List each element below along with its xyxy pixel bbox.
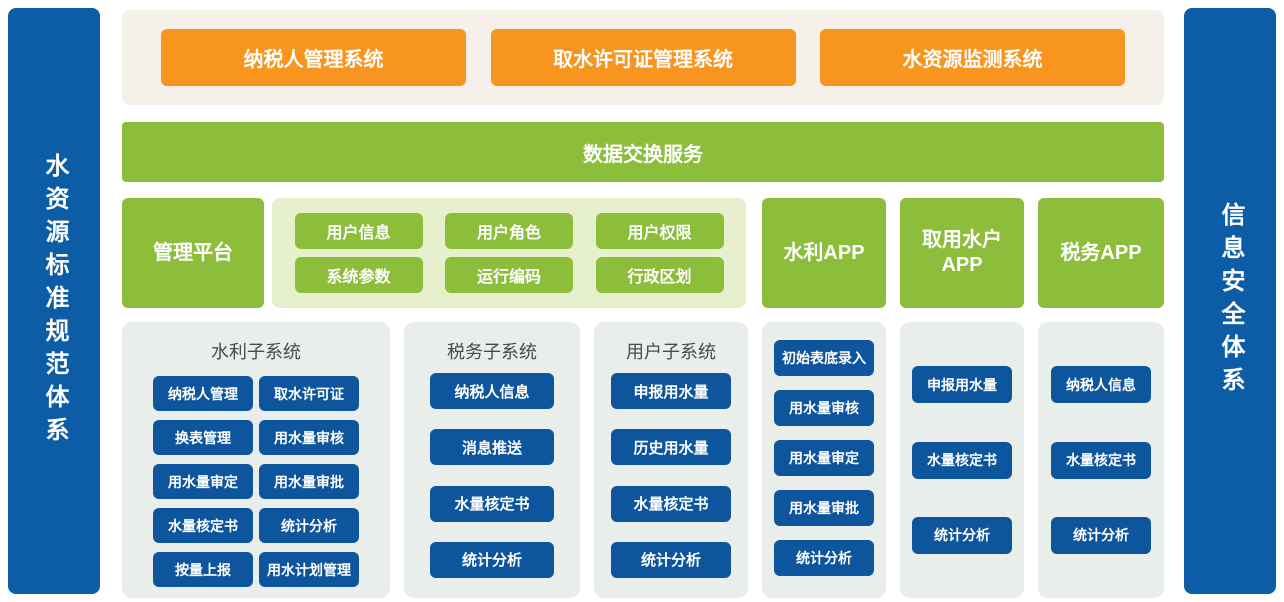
panel-tax-subsystem: 税务子系统 纳税人信息 消息推送 水量核定书 统计分析 [404,322,580,598]
module-chip: 统计分析 [912,516,1012,554]
module-chip: 水量核定书 [153,508,253,543]
system-block-water-permit-management: 取水许可证管理系统 [490,29,796,86]
water-user-app-block: 取用水户APP [900,198,1024,308]
module-chip: 用水量审定 [153,464,253,499]
config-item-admin-divisions: 行政区划 [595,257,724,293]
module-chip: 用水计划管理 [259,552,359,587]
module-chip: 统计分析 [259,508,359,543]
water-app-modules: 初始表底录入 用水量审核 用水量审定 用水量审批 统计分析 [762,322,886,598]
config-item-user-permission: 用户权限 [595,213,724,249]
tax-app-block: 税务APP [1038,198,1164,308]
module-chip: 纳税人管理 [153,376,253,411]
water-user-app-modules: 申报用水量 水量核定书 统计分析 [900,322,1024,598]
module-chip: 统计分析 [774,540,874,576]
system-block-water-resource-monitoring: 水资源监测系统 [820,29,1125,86]
module-chip: 纳税人信息 [1051,366,1151,404]
panel-title: 用户子系统 [626,342,716,362]
platform-row: 管理平台 用户信息 用户角色 用户权限 系统参数 运行编码 行政区划 水利APP… [122,198,1164,308]
external-systems-band: 纳税人管理系统 取水许可证管理系统 水资源监测系统 [122,10,1164,105]
module-chip: 水量核定书 [611,485,731,522]
right-pillar: 信息安全体系 [1184,8,1276,594]
left-pillar-label: 水资源标准规范体系 [41,152,68,450]
module-chip: 历史用水量 [611,429,731,466]
module-chip: 统计分析 [430,541,554,578]
module-chip: 用水量审批 [259,464,359,499]
module-chip: 用水量审核 [259,420,359,455]
panel-title: 税务子系统 [447,342,537,362]
platform-config-panel: 用户信息 用户角色 用户权限 系统参数 运行编码 行政区划 [272,198,746,308]
subsystems-row: 水利子系统 纳税人管理 取水许可证 换表管理 用水量审核 用水量审定 用水量审批… [122,322,1164,598]
left-pillar: 水资源标准规范体系 [8,8,100,594]
module-chip: 水量核定书 [1051,441,1151,479]
diagram-center: 纳税人管理系统 取水许可证管理系统 水资源监测系统 数据交换服务 管理平台 用户… [122,10,1164,598]
module-chip: 申报用水量 [912,366,1012,404]
module-chip: 用水量审核 [774,390,874,426]
water-subsystem-modules: 纳税人管理 取水许可证 换表管理 用水量审核 用水量审定 用水量审批 水量核定书… [122,376,390,587]
module-chip: 用水量审批 [774,490,874,526]
config-item-run-codes: 运行编码 [445,257,573,293]
module-chip: 申报用水量 [611,373,731,409]
panel-user-subsystem: 用户子系统 申报用水量 历史用水量 水量核定书 统计分析 [594,322,748,598]
module-chip: 水量核定书 [430,485,554,522]
module-chip: 统计分析 [1051,516,1151,554]
module-chip: 消息推送 [430,429,554,466]
module-chip: 用水量审定 [774,440,874,476]
module-chip: 按量上报 [153,552,253,587]
panel-tax-app-modules: 纳税人信息 水量核定书 统计分析 [1038,322,1164,598]
module-chip: 纳税人信息 [430,373,554,409]
config-item-system-params: 系统参数 [294,257,423,293]
data-exchange-service-bar: 数据交换服务 [122,122,1164,182]
module-chip: 初始表底录入 [774,340,874,376]
module-chip: 统计分析 [611,541,731,578]
user-subsystem-modules: 申报用水量 历史用水量 水量核定书 统计分析 [594,364,748,598]
water-app-block: 水利APP [762,198,886,308]
system-block-taxpayer-management: 纳税人管理系统 [161,29,466,86]
config-item-user-role: 用户角色 [445,213,573,249]
panel-water-user-app-modules: 申报用水量 水量核定书 统计分析 [900,322,1024,598]
module-chip: 水量核定书 [912,441,1012,479]
tax-app-modules: 纳税人信息 水量核定书 统计分析 [1038,322,1164,598]
tax-subsystem-modules: 纳税人信息 消息推送 水量核定书 统计分析 [404,364,580,598]
module-chip: 换表管理 [153,420,253,455]
module-chip: 取水许可证 [259,376,359,411]
panel-water-app-modules: 初始表底录入 用水量审核 用水量审定 用水量审批 统计分析 [762,322,886,598]
panel-water-subsystem: 水利子系统 纳税人管理 取水许可证 换表管理 用水量审核 用水量审定 用水量审批… [122,322,390,598]
config-item-user-info: 用户信息 [294,213,423,249]
management-platform-block: 管理平台 [122,198,264,308]
right-pillar-label: 信息安全体系 [1217,202,1244,400]
panel-title: 水利子系统 [211,342,301,362]
